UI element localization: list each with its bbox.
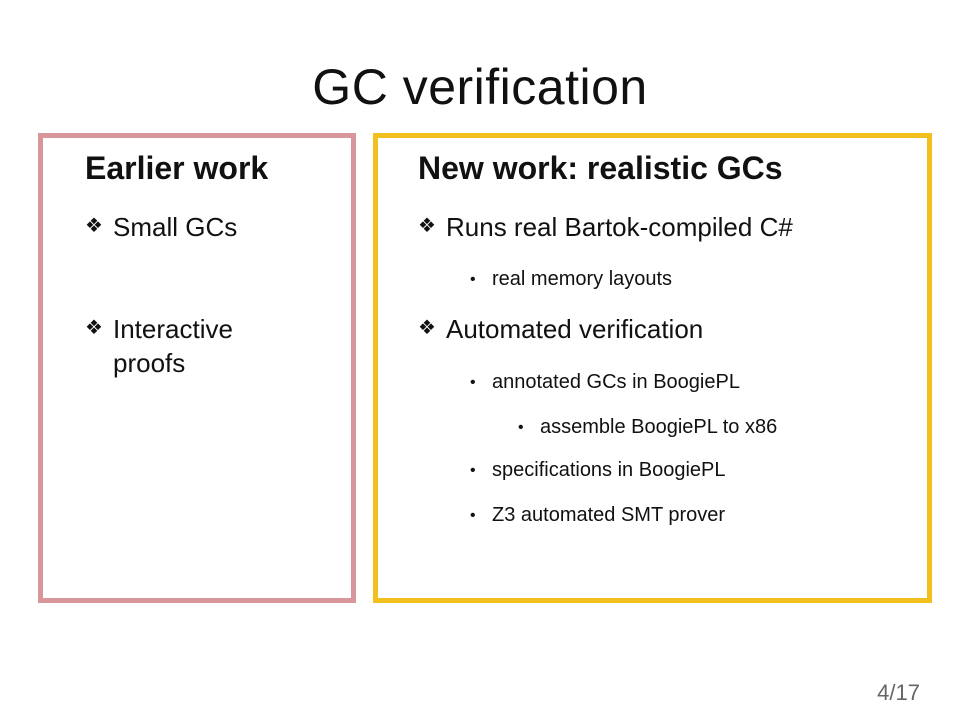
item-runs-real-csharp: Runs real Bartok-compiled C# <box>446 212 793 242</box>
list-item: ❖ Small GCs <box>85 210 237 244</box>
earlier-work-panel: Earlier work ❖ Small GCs ❖ Interactive p… <box>38 133 356 603</box>
item-small-gcs: Small GCs <box>113 212 238 242</box>
new-work-panel: New work: realistic GCs ❖ Runs real Bart… <box>373 133 932 603</box>
round-bullet-icon: • <box>470 270 476 288</box>
sub-list-item: • annotated GCs in BoogiePL <box>470 371 740 394</box>
diamond-bullet-icon: ❖ <box>85 317 103 339</box>
list-item: ❖ Runs real Bartok-compiled C# <box>418 210 793 244</box>
sub-list-item: • specifications in BoogiePL <box>470 459 725 482</box>
slide-title: GC verification <box>312 59 648 115</box>
item-z3-prover: Z3 automated SMT prover <box>492 504 726 526</box>
diamond-bullet-icon: ❖ <box>418 215 436 237</box>
item-real-memory-layouts: real memory layouts <box>492 268 673 290</box>
item-line: proofs <box>113 348 186 378</box>
sub-sub-list-item: • assemble BoogiePL to x86 <box>518 416 777 439</box>
item-annotated-gcs: annotated GCs in BoogiePL <box>492 371 740 393</box>
round-bullet-icon: • <box>470 461 476 479</box>
item-interactive-proofs: Interactive proofs <box>113 312 233 380</box>
item-line: Interactive <box>113 314 233 344</box>
sub-list-item: • Z3 automated SMT prover <box>470 504 725 527</box>
new-work-heading: New work: realistic GCs <box>418 150 783 186</box>
round-bullet-icon: • <box>470 506 476 524</box>
round-bullet-icon: • <box>470 373 476 391</box>
page-number: 4/17 <box>877 680 920 705</box>
earlier-work-heading: Earlier work <box>85 150 269 186</box>
list-item: ❖ Automated verification <box>418 312 703 346</box>
sub-list-item: • real memory layouts <box>470 268 672 291</box>
item-assemble-boogiepl: assemble BoogiePL to x86 <box>540 416 778 438</box>
item-automated-verification: Automated verification <box>446 314 704 344</box>
diamond-bullet-icon: ❖ <box>85 215 103 237</box>
list-item: ❖ Interactive proofs <box>85 312 233 380</box>
diamond-bullet-icon: ❖ <box>418 317 436 339</box>
round-bullet-icon: • <box>518 418 524 436</box>
item-specifications: specifications in BoogiePL <box>492 459 726 481</box>
